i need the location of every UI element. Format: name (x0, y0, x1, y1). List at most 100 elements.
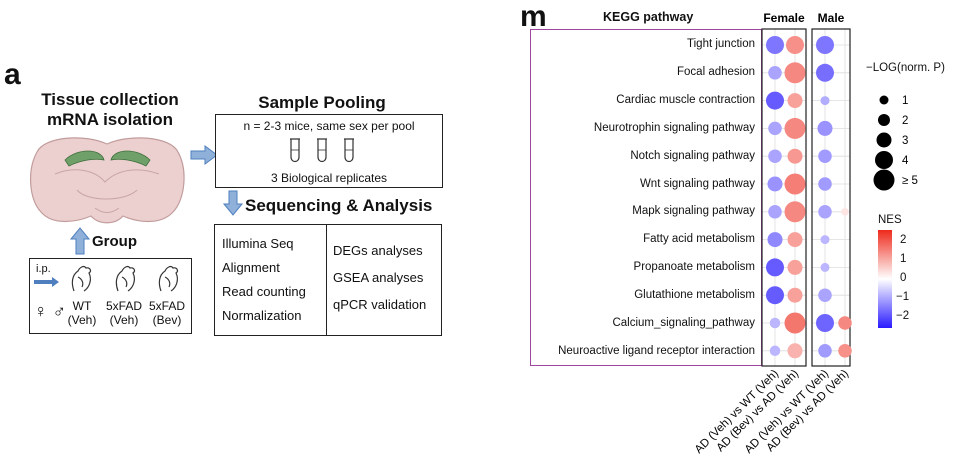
group-5xfad-bev: 5xFAD (Bev) (145, 299, 189, 327)
brain-section-image (30, 137, 185, 224)
data-point (766, 286, 784, 305)
replicates-label: 3 Biological replicates (270, 171, 388, 185)
data-point (768, 149, 782, 163)
seq-step-2: Alignment (222, 260, 280, 275)
size-legend-dot (879, 95, 889, 105)
size-legend-dot (875, 151, 893, 169)
mouse-icon (71, 265, 92, 292)
group-box: i.p. ♀ ♂ WT (Veh) 5xFAD (Veh) 5xFAD (Bev… (29, 258, 192, 334)
nes-tick: 1 (900, 253, 907, 265)
tube-icon (317, 138, 327, 163)
size-legend-label: 1 (902, 95, 908, 107)
analysis-step-2: GSEA analyses (333, 270, 424, 285)
pathway-label: Mapk signaling pathway (632, 205, 755, 217)
arrow-up-icon (70, 227, 90, 255)
size-legend: 1 2 3 4 ≥ 5 (873, 95, 918, 191)
data-point (766, 36, 784, 54)
facet-frame-male (811, 28, 851, 367)
data-point (818, 288, 832, 302)
x-tick-label: AD (Bev) vs AD (Veh) (764, 368, 851, 455)
nes-tick: 0 (900, 272, 907, 284)
sequencing-title: Sequencing & Analysis (245, 196, 433, 215)
nes-tick: −1 (896, 291, 910, 303)
pathway-label: Calcium_signaling_pathway (612, 317, 755, 329)
data-point (784, 312, 806, 334)
pathway-label: Glutathione metabolism (634, 289, 755, 301)
sequencing-divider (326, 225, 328, 335)
arrow-down-icon (223, 190, 243, 216)
pathway-label: Notch signaling pathway (630, 150, 755, 162)
pooling-box: n = 2-3 mice, same sex per pool 3 Biolog… (215, 114, 443, 188)
data-point (838, 316, 852, 330)
size-legend-label: ≥ 5 (902, 175, 918, 187)
data-point (784, 173, 806, 195)
tube-icon (290, 138, 300, 163)
data-point (787, 148, 803, 164)
tissue-title-line1: Tissue collection (41, 90, 179, 109)
mouse-icon (158, 265, 179, 292)
analysis-step-1: DEGs analyses (333, 243, 423, 258)
size-legend-title: −LOG(norm. P) (866, 62, 945, 74)
pooling-title: Sample Pooling (258, 93, 386, 112)
pathway-label: Propanoate metabolism (633, 261, 755, 273)
data-point (784, 117, 806, 139)
ip-label: i.p. (36, 263, 51, 275)
pathway-label: Wnt signaling pathway (639, 178, 755, 190)
tissue-title-line2: mRNA isolation (47, 110, 173, 129)
data-point (816, 36, 834, 54)
pathway-label: Focal adhesion (677, 66, 755, 78)
pooling-description: n = 2-3 mice, same sex per pool (243, 119, 415, 133)
pathway-label: Fatty acid metabolism (643, 233, 755, 245)
data-point (820, 262, 830, 272)
data-point (841, 208, 849, 216)
size-legend-dot (873, 169, 895, 191)
data-point (768, 121, 782, 136)
nes-tick-labels: 2 1 0 −1 −2 (896, 230, 928, 330)
analysis-step-3: qPCR validation (333, 297, 427, 312)
data-point (787, 343, 803, 359)
size-legend-dot (876, 132, 892, 148)
group-label-line2: (Bev) (152, 313, 182, 327)
data-point (817, 120, 833, 136)
seq-step-4: Normalization (222, 308, 302, 323)
data-point (818, 344, 832, 358)
pathway-label: Tight junction (687, 38, 755, 50)
data-point (787, 93, 803, 109)
color-legend-title: NES (878, 214, 902, 226)
data-point (786, 36, 804, 54)
facet-label-female: Female (763, 11, 805, 25)
tube-icon (344, 138, 354, 163)
data-point (766, 258, 784, 277)
data-point (766, 91, 784, 110)
panel-letter-a: a (4, 58, 21, 91)
data-point (768, 66, 782, 80)
nes-tick: −2 (896, 310, 910, 322)
tissue-title: Tissue collection mRNA isolation (20, 90, 200, 130)
nes-colorbar (878, 230, 892, 328)
group-title: Group (92, 233, 137, 250)
seq-step-1: Illumina Seq (222, 236, 294, 251)
data-point (838, 344, 852, 358)
data-point (816, 314, 834, 332)
nes-tick: 2 (900, 234, 907, 246)
data-point (769, 345, 781, 357)
data-point (768, 205, 782, 219)
data-point (787, 232, 803, 248)
group-5xfad-veh: 5xFAD (Veh) (102, 299, 146, 327)
group-label-line1: 5xFAD (148, 299, 185, 313)
size-legend-label: 3 (902, 135, 908, 147)
facet-label-male: Male (818, 11, 845, 25)
size-legend-label: 4 (902, 155, 909, 167)
size-legend-dot (878, 114, 890, 126)
pathway-label-list: Tight junction Focal adhesion Cardiac mu… (532, 30, 755, 365)
group-label-line1: 5xFAD (105, 299, 142, 313)
data-point (818, 205, 832, 219)
size-legend-label: 2 (902, 115, 908, 127)
data-point (818, 177, 832, 191)
data-point (784, 62, 806, 84)
data-point (769, 317, 781, 329)
pathway-label: Cardiac muscle contraction (616, 94, 755, 106)
seq-step-3: Read counting (222, 284, 306, 299)
arrow-right-icon (190, 145, 218, 165)
